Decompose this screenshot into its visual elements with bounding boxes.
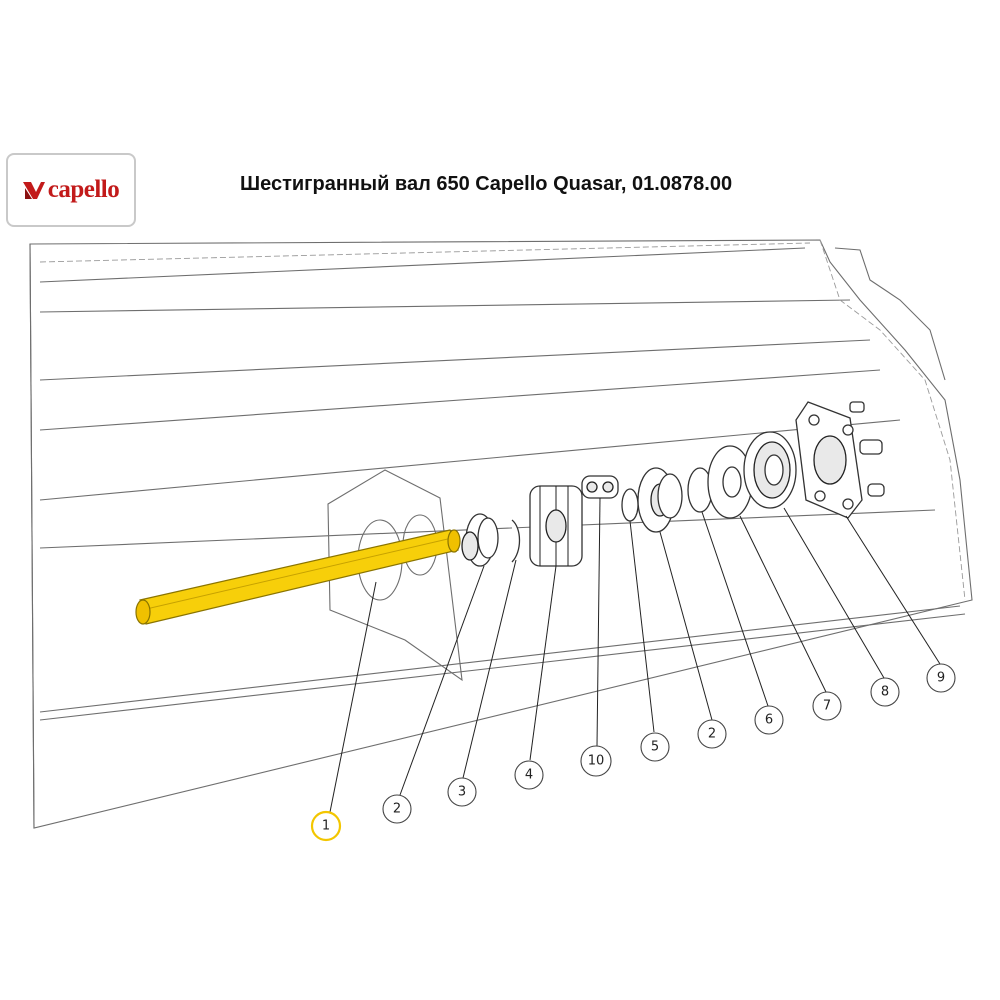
double-sprocket [529,485,583,567]
capello-logo: capello [22,176,120,204]
svg-text:7: 7 [823,699,831,714]
callout-3[interactable]: 3 [447,777,477,807]
callout-9[interactable]: 9 [926,663,956,693]
svg-text:8: 8 [881,685,889,700]
logo-mark-icon [22,182,45,199]
logo-box: capello [6,153,136,227]
svg-text:2: 2 [708,727,716,742]
callout-8[interactable]: 8 [870,677,900,707]
circlip-left [511,519,521,563]
sprocket-right [637,467,683,533]
callout-2-right[interactable]: 2 [697,719,727,749]
svg-text:5: 5 [651,740,659,755]
svg-text:4: 4 [525,768,533,783]
callout-1[interactable]: 1 [310,810,342,842]
flange-housing [795,401,885,519]
callout-7[interactable]: 7 [812,691,842,721]
svg-text:1: 1 [322,819,330,834]
hex-shaft [135,529,461,625]
circlip-right [621,488,639,522]
callout-6[interactable]: 6 [754,705,784,735]
frame-outline [29,239,973,829]
callout-4[interactable]: 4 [514,760,544,790]
svg-text:2: 2 [393,802,401,817]
logo-text: capello [47,176,120,203]
bearing [743,431,797,509]
svg-text:10: 10 [588,754,605,769]
page-title: Шестигранный вал 650 Capello Quasar, 01.… [240,173,733,195]
sprocket-small [461,513,499,567]
svg-text:6: 6 [765,713,773,728]
callout-5[interactable]: 5 [640,732,670,762]
svg-text:9: 9 [937,671,945,686]
washer [707,445,753,519]
callout-10[interactable]: 10 [580,745,612,777]
leader-lines [329,497,941,813]
svg-text:3: 3 [458,785,466,800]
callout-2-left[interactable]: 2 [382,794,412,824]
chain-link [581,475,619,499]
